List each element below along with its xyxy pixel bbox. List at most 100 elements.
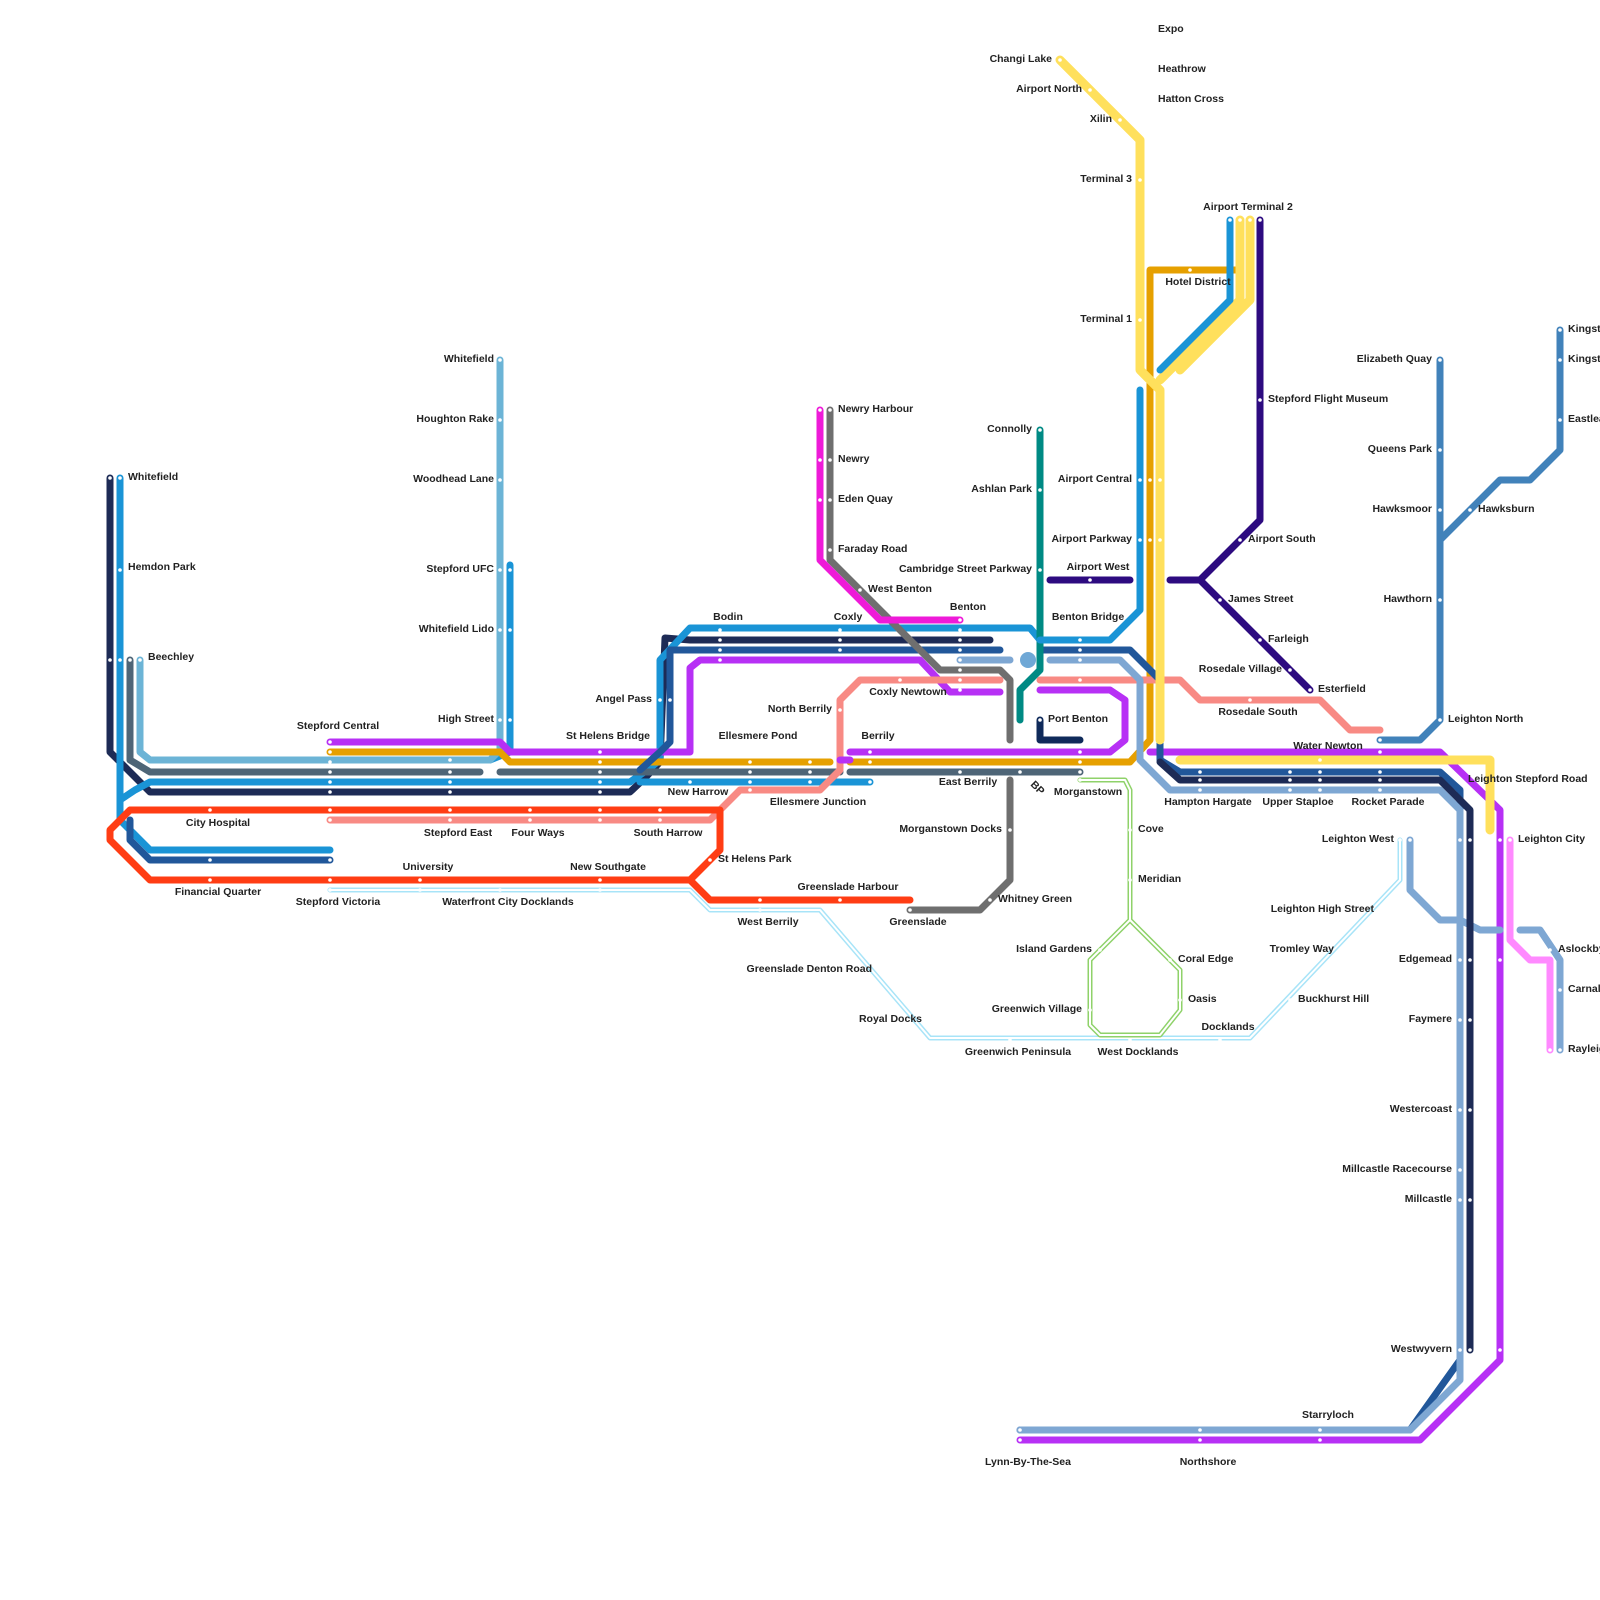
station-dot-stepford-central[interactable] bbox=[328, 740, 332, 744]
station-label-starryloch[interactable]: Starryloch bbox=[1302, 1409, 1354, 1421]
station-label-benton-bridge[interactable]: Benton Bridge bbox=[1052, 611, 1124, 623]
station-dot-four-ways[interactable] bbox=[528, 818, 532, 822]
station-dot-st-helens-bridge[interactable] bbox=[598, 808, 602, 812]
station-dot-stepford-central[interactable] bbox=[328, 780, 332, 784]
station-label-morganstown-docks[interactable]: Morganstown Docks bbox=[899, 823, 1002, 835]
station-dot-oasis[interactable] bbox=[1178, 998, 1182, 1002]
station-dot-beechley[interactable] bbox=[118, 658, 122, 662]
station-dot-hotel-district[interactable] bbox=[1188, 268, 1192, 272]
station-dot-benton[interactable] bbox=[958, 628, 962, 632]
station-dot-coxly[interactable] bbox=[838, 628, 842, 632]
station-dot-port-benton[interactable] bbox=[1038, 718, 1042, 722]
station-dot-xilin[interactable] bbox=[1118, 118, 1122, 122]
station-dot-benton[interactable] bbox=[958, 638, 962, 642]
station-dot-angel-pass[interactable] bbox=[678, 698, 682, 702]
station-dot-cove[interactable] bbox=[1128, 828, 1132, 832]
station-dot-stepford-ufc[interactable] bbox=[498, 568, 502, 572]
station-dot-berrily[interactable] bbox=[868, 760, 872, 764]
station-label-leighton-west[interactable]: Leighton West bbox=[1322, 833, 1395, 845]
station-label-rayleigh[interactable]: Rayleig bbox=[1568, 1043, 1600, 1055]
station-dot-university[interactable] bbox=[418, 878, 422, 882]
station-label-airport-west[interactable]: Airport West bbox=[1067, 561, 1130, 573]
station-dot-greenslade[interactable] bbox=[908, 908, 912, 912]
station-label-new-harrow[interactable]: New Harrow bbox=[668, 786, 730, 798]
station-dot-kingston-1[interactable] bbox=[1558, 328, 1562, 332]
line-darkblue[interactable] bbox=[130, 650, 1460, 1430]
station-dot-rayleigh[interactable] bbox=[1548, 1048, 1552, 1052]
station-dot-terminal-1[interactable] bbox=[1138, 318, 1142, 322]
station-dot-northshore[interactable] bbox=[1198, 1448, 1202, 1452]
station-dot-new-harrow[interactable] bbox=[688, 780, 692, 784]
station-label-benton[interactable]: Benton bbox=[950, 601, 986, 613]
station-label-st-helens-bridge[interactable]: St Helens Bridge bbox=[566, 730, 650, 742]
station-dot-airport-central[interactable] bbox=[1158, 478, 1162, 482]
station-label-cove[interactable]: Cove bbox=[1138, 823, 1164, 835]
station-dot-west-docklands[interactable] bbox=[1128, 1038, 1132, 1042]
station-dot-leighton-city[interactable] bbox=[1458, 838, 1462, 842]
station-label-hawksburn[interactable]: Hawksburn bbox=[1478, 503, 1535, 515]
station-label-hawthorn[interactable]: Hawthorn bbox=[1384, 593, 1432, 605]
station-label-westwyvern[interactable]: Westwyvern bbox=[1391, 1343, 1452, 1355]
station-label-west-docklands[interactable]: West Docklands bbox=[1098, 1046, 1179, 1058]
station-dot-changi-lake[interactable] bbox=[1058, 58, 1062, 62]
station-dot-financial-quarter[interactable] bbox=[208, 858, 212, 862]
station-label-houghton-rake[interactable]: Houghton Rake bbox=[416, 413, 494, 425]
station-dot-northshore[interactable] bbox=[1198, 1428, 1202, 1432]
station-dot-city-hospital[interactable] bbox=[208, 808, 212, 812]
station-label-whitefield-n[interactable]: Whitefield bbox=[444, 353, 494, 365]
station-dot-new-southgate[interactable] bbox=[598, 888, 602, 892]
station-dot-morganstown[interactable] bbox=[1078, 778, 1082, 782]
station-dot-stepford-flight-museum[interactable] bbox=[1258, 398, 1262, 402]
station-label-woodhead-lane[interactable]: Woodhead Lane bbox=[413, 473, 494, 485]
station-dot-ellesmere-junction[interactable] bbox=[748, 788, 752, 792]
station-label-greenslade[interactable]: Greenslade bbox=[889, 916, 946, 928]
station-dot-hampton-hargate[interactable] bbox=[1198, 788, 1202, 792]
station-label-carnale[interactable]: Carnale bbox=[1568, 983, 1600, 995]
station-label-greenwich-village[interactable]: Greenwich Village bbox=[992, 1003, 1082, 1015]
station-dot-eastleigh[interactable] bbox=[1558, 418, 1562, 422]
station-label-new-southgate[interactable]: New Southgate bbox=[570, 861, 646, 873]
station-label-hatton-cross[interactable]: Hatton Cross bbox=[1158, 93, 1224, 105]
station-dot-hemdon-park[interactable] bbox=[118, 568, 122, 572]
station-dot-stepford-central[interactable] bbox=[328, 760, 332, 764]
station-dot-leighton-west[interactable] bbox=[1408, 838, 1412, 842]
station-dot-airport-terminal-2[interactable] bbox=[1238, 218, 1242, 222]
station-dot-stepford-central[interactable] bbox=[328, 808, 332, 812]
station-dot-hawksburn[interactable] bbox=[1468, 508, 1472, 512]
station-label-whitefield-lido[interactable]: Whitefield Lido bbox=[419, 623, 494, 635]
station-label-kingston-1[interactable]: Kingsto bbox=[1568, 323, 1600, 335]
station-dot-rosedale-village[interactable] bbox=[1288, 668, 1292, 672]
station-dot-meridian[interactable] bbox=[1128, 878, 1132, 882]
station-label-james-street[interactable]: James Street bbox=[1228, 593, 1294, 605]
station-dot-financial-quarter[interactable] bbox=[208, 868, 212, 872]
station-dot-benton[interactable] bbox=[958, 618, 962, 622]
station-dot-millcastle-racecourse[interactable] bbox=[1458, 1168, 1462, 1172]
station-dot-berrily[interactable] bbox=[868, 750, 872, 754]
station-label-rosedale-village[interactable]: Rosedale Village bbox=[1199, 663, 1282, 675]
station-dot-edgemead[interactable] bbox=[1478, 958, 1482, 962]
station-dot-stepford-east[interactable] bbox=[448, 790, 452, 794]
station-label-island-gardens[interactable]: Island Gardens bbox=[1016, 943, 1092, 955]
station-dot-benton-bridge[interactable] bbox=[1078, 658, 1082, 662]
station-dot-millcastle[interactable] bbox=[1458, 1198, 1462, 1202]
station-dot-north-berrily[interactable] bbox=[838, 708, 842, 712]
station-dot-rocket-parade[interactable] bbox=[1378, 778, 1382, 782]
station-dot-millcastle[interactable] bbox=[1478, 1198, 1482, 1202]
station-dot-east-berrily[interactable] bbox=[1018, 770, 1022, 774]
station-dot-benton[interactable] bbox=[958, 678, 962, 682]
station-dot-docklands[interactable] bbox=[1218, 1038, 1222, 1042]
station-label-waterfront-city-docklands[interactable]: Waterfront City Docklands bbox=[442, 896, 574, 908]
station-dot-ashlan-park[interactable] bbox=[1038, 488, 1042, 492]
station-dot-berrily[interactable] bbox=[868, 780, 872, 784]
station-dot-hawthorn[interactable] bbox=[1438, 598, 1442, 602]
station-dot-eden-quay[interactable] bbox=[828, 498, 832, 502]
station-dot-coxly[interactable] bbox=[838, 638, 842, 642]
station-dot-morganstown[interactable] bbox=[1078, 760, 1082, 764]
station-dot-bodin[interactable] bbox=[718, 628, 722, 632]
line-navy-east[interactable] bbox=[1160, 762, 1470, 1350]
station-dot-st-helens-park[interactable] bbox=[708, 858, 712, 862]
station-dot-stepford-central[interactable] bbox=[328, 750, 332, 754]
station-dot-whitney-green[interactable] bbox=[988, 898, 992, 902]
station-label-oasis[interactable]: Oasis bbox=[1188, 993, 1217, 1005]
line-green-loop[interactable] bbox=[1080, 780, 1180, 1035]
